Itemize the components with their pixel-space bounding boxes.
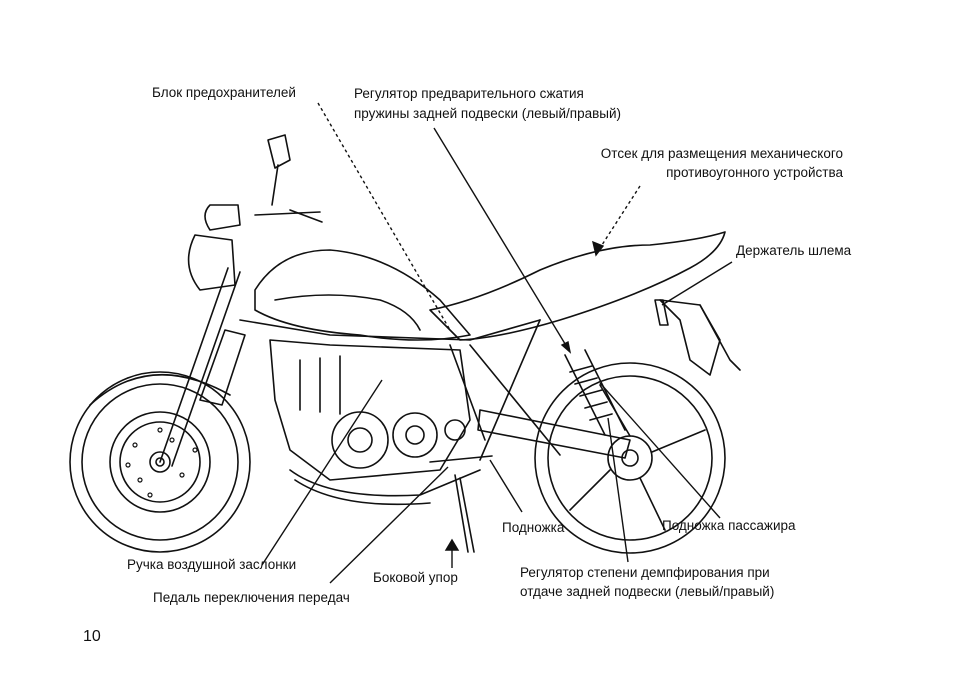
- rear-wheel: [534, 362, 726, 554]
- label-rebound-adjuster-line2: отдаче задней подвески (левый/правый): [520, 584, 775, 599]
- front-disc-holes: [125, 427, 198, 498]
- arrow-lock-storage: [592, 240, 605, 257]
- leader-shift-pedal: [329, 466, 449, 584]
- front-wheel: [69, 371, 251, 553]
- label-side-stand: Боковой упор: [373, 570, 458, 585]
- label-fuse-box: Блок предохранителей: [152, 85, 296, 100]
- leader-rebound: [607, 417, 629, 563]
- front-fork: [159, 267, 246, 467]
- leader-fuse-box: [317, 102, 451, 331]
- label-rebound-adjuster-line1: Регулятор степени демпфирования при: [520, 565, 770, 580]
- seat: [429, 231, 726, 341]
- helmet-holder-bracket: [654, 299, 669, 326]
- label-choke-lever: Ручка воздушной заслонки: [127, 557, 297, 572]
- leader-passenger-footpeg: [599, 382, 721, 519]
- rear-shock: [564, 349, 626, 436]
- handlebar-mirror: [254, 134, 323, 223]
- label-passenger-footpeg: Подножка пассажира: [662, 518, 796, 533]
- label-helmet-holder: Держатель шлема: [736, 243, 852, 258]
- side-stand: [454, 474, 475, 553]
- fuel-tank: [254, 249, 471, 341]
- arrow-side-stand: [444, 538, 460, 551]
- page-number: 10: [83, 628, 101, 645]
- label-shift-pedal: Педаль переключения передач: [153, 590, 350, 605]
- leader-lock-storage: [599, 185, 641, 249]
- label-footpeg: Подножка: [502, 520, 565, 535]
- label-lock-storage-line2: противоугонного устройства: [666, 165, 843, 180]
- arrow-preload: [560, 340, 572, 354]
- leader-footpeg: [489, 459, 523, 513]
- label-preload-adjuster-line1: Регулятор предварительного сжатия: [354, 86, 584, 101]
- headlight: [187, 204, 241, 291]
- label-preload-adjuster-line2: пружины задней подвески (левый/правый): [354, 106, 622, 121]
- shift-pedal: [429, 455, 493, 463]
- leader-helmet-holder: [661, 261, 733, 306]
- label-lock-storage-line1: Отсек для размещения механического: [600, 146, 843, 161]
- leader-preload: [433, 127, 571, 353]
- tail-section: [659, 299, 741, 376]
- leader-choke: [261, 379, 383, 566]
- swingarm: [477, 409, 631, 459]
- engine: [269, 339, 471, 481]
